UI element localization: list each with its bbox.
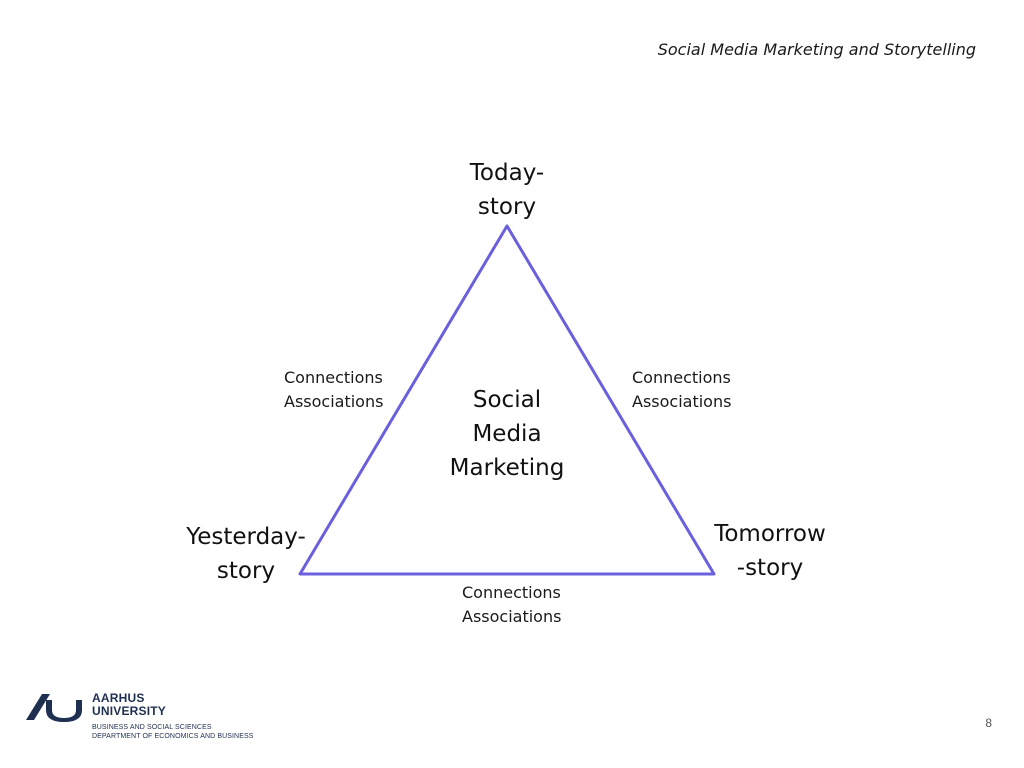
node-tomorrow-line-1: Tomorrow xyxy=(714,521,826,547)
center-line-1: Social xyxy=(472,387,542,413)
node-tomorrow-line-2: -story xyxy=(736,555,804,581)
node-today-story: Today- story xyxy=(436,156,578,224)
logo-sub-line-2: DEPARTMENT OF ECONOMICS AND BUSINESS xyxy=(92,733,254,740)
edge-label-right: Connections Associations xyxy=(632,366,731,414)
edge-left-line-1: Connections xyxy=(284,368,383,387)
logo-text: AARHUS UNIVERSITY BUSINESS AND SOCIAL SC… xyxy=(92,692,254,741)
node-yesterday-line-2: story xyxy=(216,558,276,584)
node-yesterday-story: Yesterday- story xyxy=(170,520,322,588)
edge-left-line-2: Associations xyxy=(284,392,384,411)
page-title: Social Media Marketing and Storytelling xyxy=(657,40,976,59)
edge-right-line-2: Associations xyxy=(632,392,732,411)
aarhus-university-logo: AARHUS UNIVERSITY BUSINESS AND SOCIAL SC… xyxy=(26,690,266,744)
center-social-media-marketing: Social Media Marketing xyxy=(436,383,578,485)
logo-sub-line-1: BUSINESS AND SOCIAL SCIENCES xyxy=(92,724,212,731)
page-number: 8 xyxy=(985,716,992,730)
edge-bottom-line-2: Associations xyxy=(462,607,562,626)
logo-university-name: AARHUS UNIVERSITY xyxy=(92,692,254,718)
edge-label-bottom: Connections Associations xyxy=(462,581,561,629)
edge-right-line-1: Connections xyxy=(632,368,731,387)
triangle-outline xyxy=(298,224,716,576)
aarhus-logo-mark-icon xyxy=(26,694,82,722)
center-line-3: Marketing xyxy=(449,455,565,481)
edge-bottom-line-1: Connections xyxy=(462,583,561,602)
node-tomorrow-story: Tomorrow -story xyxy=(696,517,844,585)
node-today-line-2: story xyxy=(477,194,537,220)
node-yesterday-line-1: Yesterday- xyxy=(186,524,306,550)
node-today-line-1: Today- xyxy=(469,160,545,186)
logo-name-line-1: AARHUS xyxy=(92,691,145,705)
edge-label-left: Connections Associations xyxy=(284,366,383,414)
logo-department: BUSINESS AND SOCIAL SCIENCES DEPARTMENT … xyxy=(92,723,254,741)
center-line-2: Media xyxy=(472,421,542,447)
logo-name-line-2: UNIVERSITY xyxy=(92,704,167,718)
